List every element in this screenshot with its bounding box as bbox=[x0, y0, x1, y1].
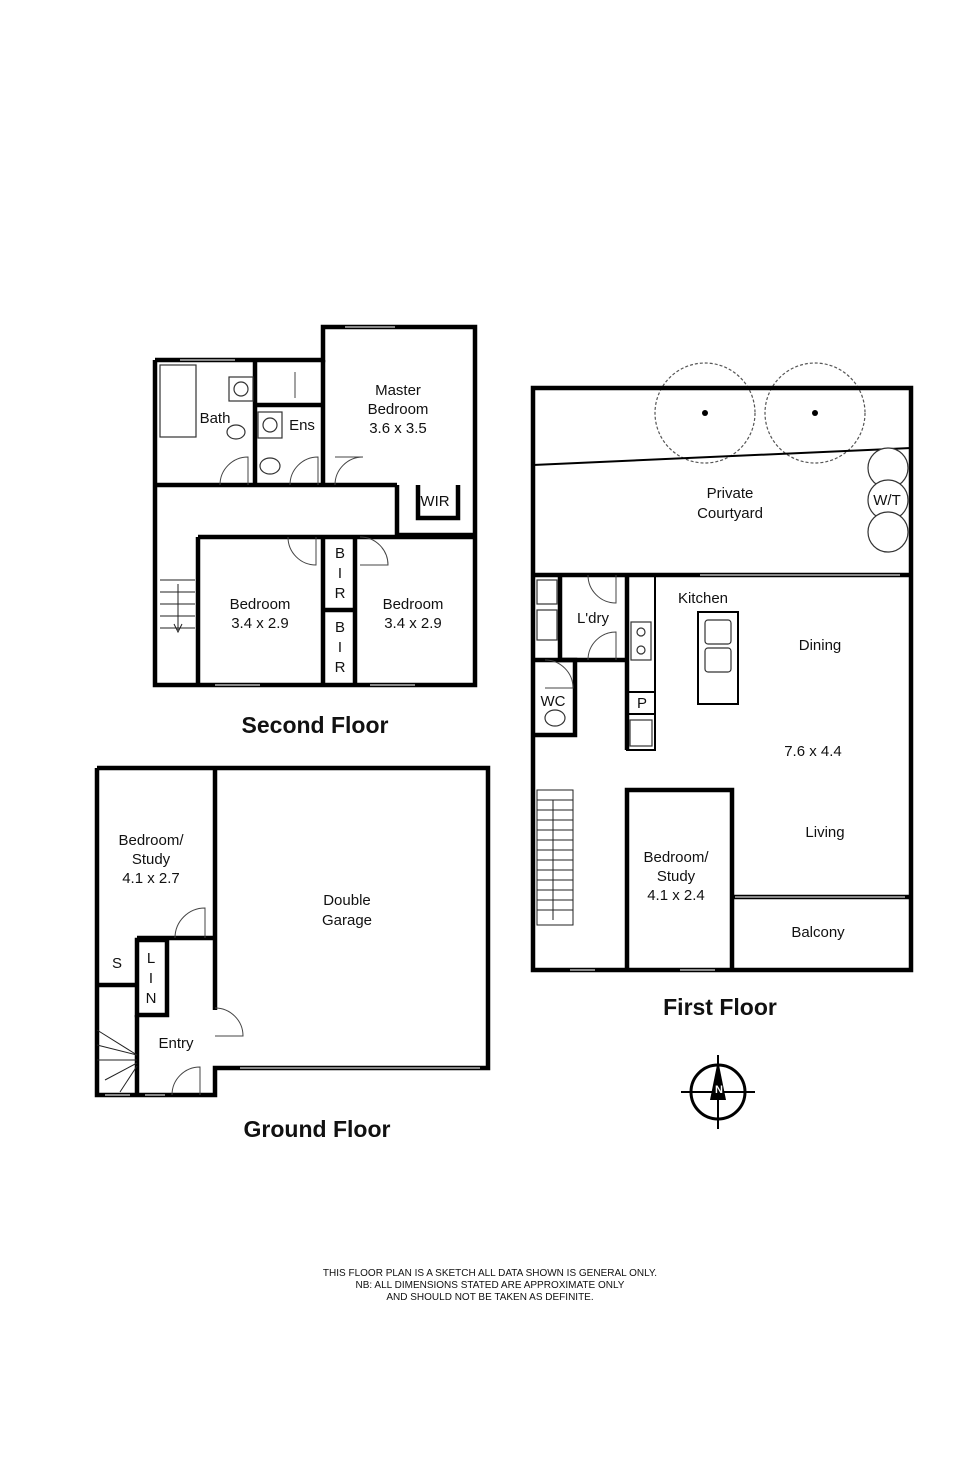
bir2-label-b: B bbox=[335, 619, 345, 636]
wc-toilet-icon bbox=[544, 709, 566, 727]
master-bedroom-dimensions: 3.6 x 3.5 bbox=[369, 420, 427, 437]
ens-toilet-icon bbox=[259, 457, 281, 475]
burner-icon bbox=[636, 645, 646, 655]
garage-entry-door[interactable] bbox=[214, 1007, 244, 1037]
tree-trunk-icon bbox=[812, 410, 818, 416]
ground-floor-title: Ground Floor bbox=[244, 1116, 391, 1142]
bedroom1-door[interactable] bbox=[287, 536, 317, 566]
linen-label-i: I bbox=[149, 970, 153, 987]
second-floor-stairs bbox=[160, 579, 195, 634]
first-floor-stairs bbox=[536, 789, 574, 926]
bedroom2-door[interactable] bbox=[359, 536, 389, 566]
wc-door[interactable] bbox=[544, 659, 574, 689]
tree-trunk-icon bbox=[702, 410, 708, 416]
first-study-label: Bedroom/ bbox=[643, 849, 709, 866]
ens-door[interactable] bbox=[289, 456, 319, 486]
kitchen-label: Kitchen bbox=[678, 590, 728, 607]
ens-basin-bowl-icon bbox=[262, 417, 278, 433]
bir1-label-b: B bbox=[335, 545, 345, 562]
courtyard-boundary-line bbox=[532, 447, 912, 466]
linen-label-n: N bbox=[146, 990, 157, 1007]
second-floor-title: Second Floor bbox=[242, 712, 389, 738]
living-label: Living bbox=[805, 824, 844, 841]
second-floor-plan: Bath Ens Master Bedroom 3.6 x 3.5 WIR Be… bbox=[152, 324, 478, 738]
master-door[interactable] bbox=[334, 456, 364, 486]
cooktop-icon bbox=[630, 621, 652, 661]
compass-label: N bbox=[715, 1084, 723, 1096]
living-dining-dimensions: 7.6 x 4.4 bbox=[784, 743, 842, 760]
wir-inner-wall bbox=[415, 485, 461, 521]
ground-floor-stairs bbox=[96, 1029, 138, 1093]
laundry-internal-door[interactable] bbox=[587, 631, 617, 661]
linen-cupboard bbox=[134, 937, 170, 1018]
toilet-icon bbox=[226, 424, 246, 440]
washing-machine-icon bbox=[536, 609, 558, 641]
kitchen-bench bbox=[626, 574, 656, 751]
ground-study-label: Bedroom/ bbox=[118, 832, 184, 849]
bath-door[interactable] bbox=[219, 456, 249, 486]
sink-icon bbox=[536, 579, 558, 605]
linen-label-l: L bbox=[147, 950, 155, 967]
dining-label: Dining bbox=[799, 637, 842, 654]
ground-study-dimensions: 4.1 x 2.7 bbox=[122, 870, 180, 887]
island-sink-icon bbox=[704, 647, 732, 673]
disclaimer-line-1: THIS FLOOR PLAN IS A SKETCH ALL DATA SHO… bbox=[323, 1268, 657, 1279]
ground-floor-outer-wall bbox=[94, 765, 491, 1098]
bath-label: Bath bbox=[200, 410, 231, 427]
water-tank-icon bbox=[867, 511, 909, 553]
bir2-label-r: R bbox=[335, 659, 346, 676]
wc-wall bbox=[533, 657, 578, 738]
ground-study-label-2: Study bbox=[132, 851, 171, 868]
compass-icon: N bbox=[681, 1055, 755, 1129]
bathtub-icon bbox=[159, 364, 197, 438]
bir1-label-r: R bbox=[335, 585, 346, 602]
pantry-label: P bbox=[637, 695, 647, 712]
burner-icon bbox=[636, 627, 646, 637]
garage-label: Double bbox=[323, 892, 371, 909]
disclaimer-line-2: NB: ALL DIMENSIONS STATED ARE APPROXIMAT… bbox=[356, 1280, 625, 1291]
first-floor-plan: Private Courtyard W/T Kitchen L'dry Dini… bbox=[530, 362, 914, 1020]
first-study-dimensions: 4.1 x 2.4 bbox=[647, 887, 705, 904]
pantry-box bbox=[626, 691, 656, 715]
entry-label: Entry bbox=[158, 1035, 194, 1052]
study-door[interactable] bbox=[174, 907, 206, 939]
basin-bowl-icon bbox=[233, 381, 249, 397]
wc-label: WC bbox=[541, 693, 566, 710]
master-bedroom-label-2: Bedroom bbox=[368, 401, 429, 418]
front-door[interactable] bbox=[171, 1066, 201, 1096]
courtyard-label: Private bbox=[707, 485, 754, 502]
courtyard-label-2: Courtyard bbox=[697, 505, 763, 522]
bedroom2-label: Bedroom bbox=[383, 596, 444, 613]
disclaimer-line-3: AND SHOULD NOT BE TAKEN AS DEFINITE. bbox=[386, 1292, 593, 1303]
island-sink-icon bbox=[704, 619, 732, 645]
first-floor-title: First Floor bbox=[663, 994, 777, 1020]
wir-label: WIR bbox=[420, 493, 449, 510]
master-bedroom-label: Master bbox=[375, 382, 421, 399]
fridge-icon bbox=[629, 719, 653, 747]
balcony-label: Balcony bbox=[791, 924, 845, 941]
ground-floor-plan: Bedroom/ Study 4.1 x 2.7 Double Garage S… bbox=[94, 765, 491, 1142]
kitchen-island bbox=[697, 611, 739, 705]
bir2-label-i: I bbox=[338, 639, 342, 656]
bedroom1-dimensions: 3.4 x 2.9 bbox=[231, 615, 289, 632]
compass-needle-icon bbox=[710, 1060, 726, 1100]
laundry-door[interactable] bbox=[587, 574, 617, 604]
first-study-label-2: Study bbox=[657, 868, 696, 885]
bedroom2-dimensions: 3.4 x 2.9 bbox=[384, 615, 442, 632]
first-floor-outer-wall bbox=[530, 385, 914, 973]
store-label: S bbox=[112, 955, 122, 972]
laundry-label: L'dry bbox=[577, 610, 610, 627]
water-tank-label: W/T bbox=[873, 492, 901, 509]
bir1-label-i: I bbox=[338, 565, 342, 582]
first-floor-study-wall bbox=[624, 787, 735, 970]
bedroom1-label: Bedroom bbox=[230, 596, 291, 613]
garage-label-2: Garage bbox=[322, 912, 372, 929]
ens-label: Ens bbox=[289, 417, 315, 434]
